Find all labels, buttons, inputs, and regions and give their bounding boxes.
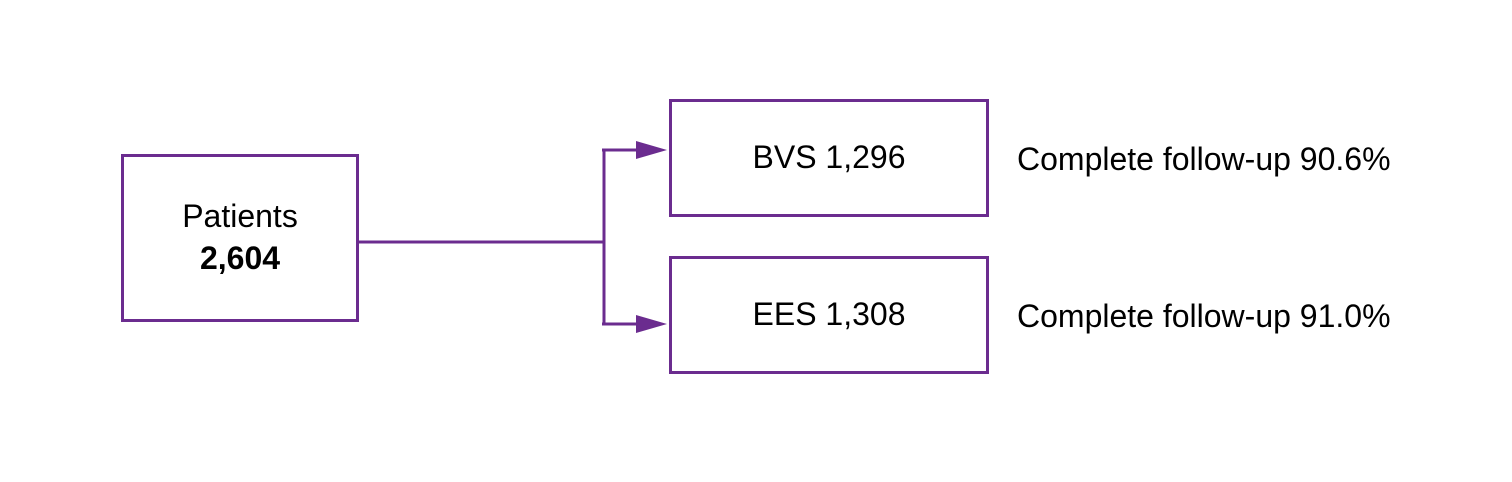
bvs-followup-label: Complete follow-up [1017,141,1291,177]
ees-count: 1,308 [825,296,906,333]
ees-followup-value: 91.0% [1299,298,1391,334]
ees-label: EES 1,308 [753,294,906,336]
bvs-followup: Complete follow-up 90.6% [1017,143,1391,175]
arrowhead-bvs-icon [636,141,667,159]
patients-label: Patients [182,198,298,235]
bvs-name: BVS [752,139,817,176]
ees-box: EES 1,308 [669,256,989,374]
ees-followup: Complete follow-up 91.0% [1017,300,1391,332]
bvs-box: BVS 1,296 [669,99,989,217]
ees-name: EES [752,296,817,333]
patients-box: Patients 2,604 [121,154,359,322]
patients-count: 2,604 [199,240,281,276]
bvs-label: BVS 1,296 [753,137,906,179]
ees-followup-label: Complete follow-up [1017,298,1291,334]
arrowhead-ees-icon [636,315,667,333]
bvs-count: 1,296 [825,139,906,176]
bvs-followup-value: 90.6% [1299,141,1391,177]
